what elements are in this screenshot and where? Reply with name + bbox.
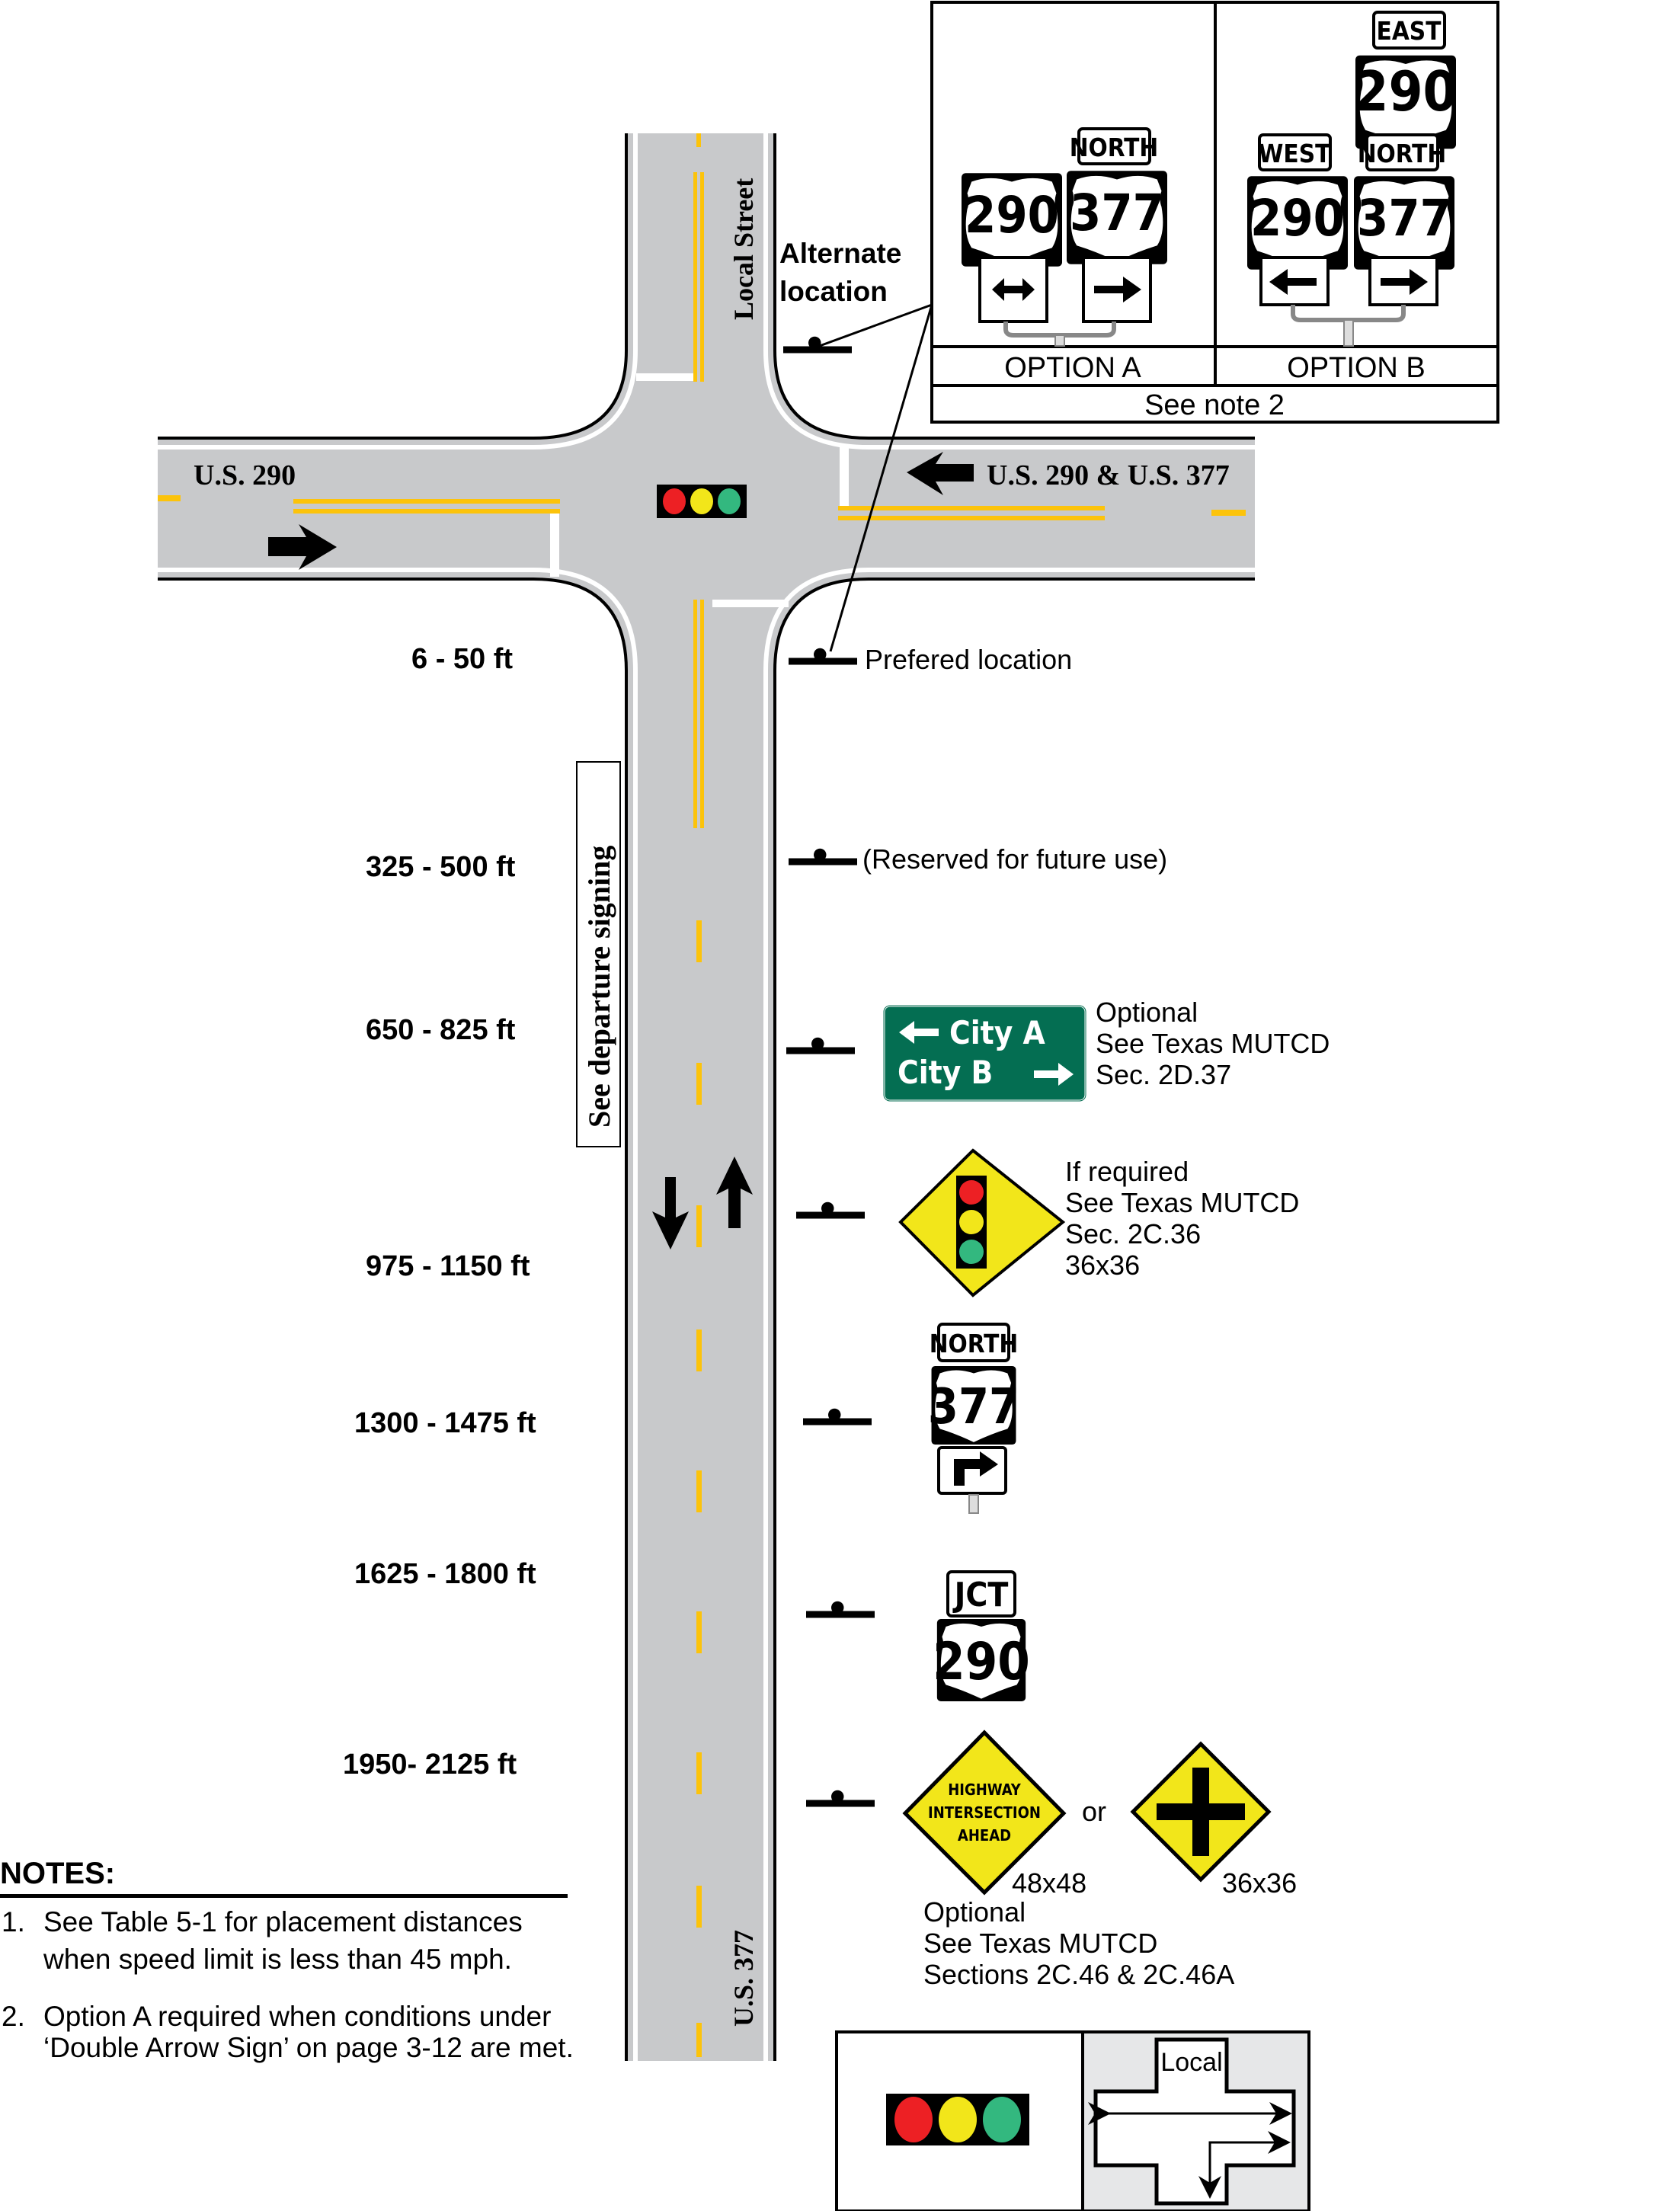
svg-text:location: location [779,276,888,307]
route-290-east-shield: 290 [1354,59,1457,123]
distance-4: 975 - 1150 ft [366,1250,530,1282]
svg-text:City B: City B [898,1054,993,1091]
svg-text:‘Double Arrow Sign’ on page 3-: ‘Double Arrow Sign’ on page 3-12 are met… [43,2032,574,2063]
svg-text:City A: City A [949,1014,1046,1051]
svg-text:377: 377 [928,1379,1019,1435]
road-label-us290: U.S. 290 [194,459,296,491]
alternate-location-label: Alternate [779,238,901,269]
svg-text:If required: If required [1065,1156,1189,1187]
notes-section: NOTES: 1. See Table 5-1 for placement di… [0,1857,574,2063]
see-note-2-label: See note 2 [1144,389,1285,421]
distance-3: 650 - 825 ft [366,1014,516,1046]
post-icon [786,1037,855,1054]
distance-7: 1950- 2125 ft [343,1749,517,1781]
svg-text:JCT: JCT [952,1576,1009,1614]
svg-text:Sec. 2C.36: Sec. 2C.36 [1065,1218,1201,1249]
route-377-shield: 377 [1070,184,1164,242]
svg-text:See departure signing: See departure signing [582,846,616,1128]
jct-290-sign: JCT 290 [933,1570,1030,1701]
preferred-location-label: Prefered location [865,644,1072,675]
north-377-turn-sign: NORTH 377 [928,1323,1019,1514]
right-arrow-icon [1381,269,1428,295]
distance-labels: 6 - 50 ft 325 - 500 ft 650 - 825 ft 975 … [343,643,536,1781]
svg-text:WEST: WEST [1259,139,1331,168]
left-arrow-icon [899,1021,939,1044]
route-377-north-shield: 377 [1357,189,1451,248]
post-icon [796,1201,865,1219]
reserved-post-icon [789,848,857,866]
westbound-arrow-icon [907,452,974,495]
svg-text:Sections 2C.46 & 2C.46A: Sections 2C.46 & 2C.46A [923,1959,1234,1990]
road-label-local-street: Local Street [728,178,759,320]
notes-title: NOTES: [0,1857,115,1890]
legend-box: Local [835,2030,1310,2211]
option-b-label: OPTION B [1287,352,1426,384]
double-arrow-icon [992,278,1035,301]
option-a-label: OPTION A [1004,352,1141,384]
signal-ahead-warning-sign [898,1148,1066,1297]
svg-text:NORTH: NORTH [1070,133,1159,162]
post-icon [806,1790,875,1807]
svg-text:Local: Local [1160,2048,1222,2077]
intersection-traffic-signal-icon [657,485,747,518]
route-290-west-shield: 290 [1250,189,1345,248]
distance-2: 325 - 500 ft [366,851,516,883]
svg-text:See Texas MUTCD: See Texas MUTCD [923,1928,1157,1959]
svg-text:1.: 1. [2,1906,25,1937]
svg-text:Optional: Optional [923,1896,1026,1928]
svg-text:2.: 2. [2,2001,25,2032]
northbound-arrow-icon [716,1157,753,1228]
preferred-location-post-icon [789,648,857,665]
legend-intersection-icon: Local [1088,2037,1296,2206]
left-arrow-icon [1269,269,1317,295]
svg-text:See Texas MUTCD: See Texas MUTCD [1096,1028,1330,1059]
legend-traffic-signal-icon [886,2094,1029,2145]
option-a-signs: NORTH 290 377 [962,127,1167,347]
distance-1: 6 - 50 ft [411,643,513,675]
svg-text:HIGHWAY: HIGHWAY [948,1781,1022,1799]
distance-5: 1300 - 1475 ft [354,1407,536,1439]
svg-text:or: or [1082,1796,1106,1827]
road-label-us290-us377: U.S. 290 & U.S. 377 [987,459,1230,491]
svg-text:NORTH: NORTH [930,1329,1019,1358]
svg-text:Option A required when conditi: Option A required when conditions under [43,2001,551,2032]
svg-text:EAST: EAST [1377,16,1442,46]
svg-text:INTERSECTION: INTERSECTION [928,1803,1041,1822]
road-label-us377: U.S. 377 [728,1930,759,2027]
svg-text:290: 290 [933,1632,1030,1692]
svg-text:AHEAD: AHEAD [958,1826,1011,1845]
right-arrow-icon [1094,277,1141,302]
svg-text:48x48: 48x48 [1012,1867,1086,1899]
svg-text:36x36: 36x36 [1222,1867,1297,1899]
city-destination-sign: City A City B [882,1004,1087,1102]
highway-intersection-ahead-sign: HIGHWAY INTERSECTION AHEAD [902,1729,1067,1896]
svg-text:36x36: 36x36 [1065,1249,1140,1281]
distance-6: 1625 - 1800 ft [354,1558,536,1590]
post-icon [803,1408,872,1425]
svg-text:See Texas MUTCD: See Texas MUTCD [1065,1187,1299,1218]
svg-text:See Table 5-1 for placement di: See Table 5-1 for placement distances [43,1906,523,1937]
reserved-label: (Reserved for future use) [862,843,1167,875]
departure-signing-label: See departure signing [576,761,621,1147]
route-290-shield: 290 [965,186,1059,245]
svg-text:Sec. 2D.37: Sec. 2D.37 [1096,1059,1231,1090]
post-icon [806,1601,875,1618]
svg-text:Optional: Optional [1096,997,1198,1028]
crossroad-warning-sign [1130,1741,1272,1883]
svg-text:NORTH: NORTH [1358,139,1447,168]
options-box: OPTION A OPTION B See note 2 NORTH 290 3… [930,1,1499,424]
right-arrow-icon [1034,1063,1074,1086]
southbound-arrow-icon [652,1177,689,1249]
option-b-signs: EAST 290 WEST NORTH 290 377 [1247,11,1458,347]
svg-text:when speed limit is less than: when speed limit is less than 45 mph. [43,1944,512,1975]
eastbound-arrow-icon [268,524,337,570]
turn-right-arrow-icon [954,1451,998,1486]
